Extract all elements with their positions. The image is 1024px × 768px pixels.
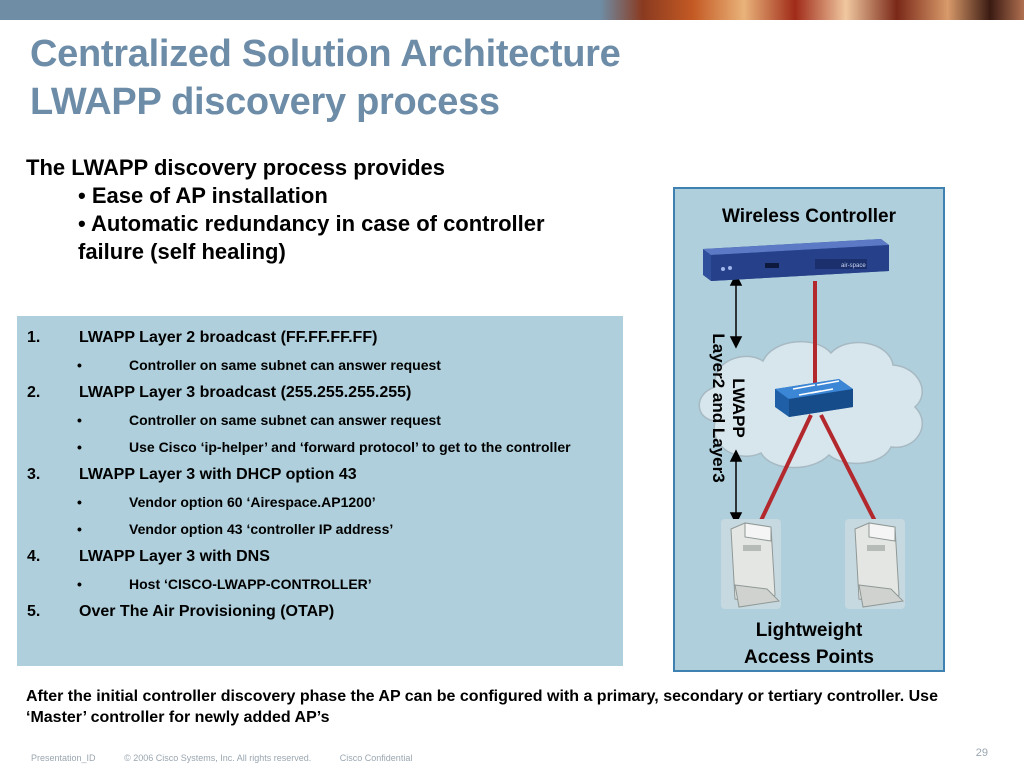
link-switch-ap-right [819, 414, 881, 530]
intro-text: The LWAPP discovery process provides • E… [26, 154, 646, 266]
controller-label: Wireless Controller [721, 206, 897, 227]
sub-item: • Host ‘CISCO-LWAPP-CONTROLLER’ [27, 575, 607, 593]
intro-bullet-2-line-2: failure (self healing) [78, 239, 286, 264]
steps-panel [17, 316, 623, 666]
title-line-2: LWAPP discovery process [30, 81, 500, 123]
sub-text: Host ‘CISCO-LWAPP-CONTROLLER’ [129, 576, 372, 592]
access-point-icon [721, 519, 781, 609]
step-item: 4. LWAPP Layer 3 with DNS [27, 547, 607, 567]
sub-item: • Vendor option 60 ‘Airespace.AP1200’ [27, 493, 607, 511]
network-diagram: air-space Wireless Controller [673, 187, 945, 672]
sub-text: Use Cisco ‘ip-helper’ and ‘forward proto… [129, 439, 571, 455]
slide-title: Centralized Solution Architecture LWAPP … [30, 30, 990, 126]
intro-bullet-2-line-1: • Automatic redundancy in case of contro… [78, 211, 545, 236]
intro-bullet-2: • Automatic redundancy in case of contro… [26, 210, 646, 266]
double-arrow-icon [729, 449, 743, 525]
intro-lead: The LWAPP discovery process provides [26, 155, 445, 180]
access-point-icon [845, 519, 905, 609]
sub-item: • Controller on same subnet can answer r… [27, 411, 607, 429]
step-number: 1. [27, 329, 41, 346]
lwapp-vertical-label: LWAPP Layer2 and Layer3 [704, 318, 748, 498]
step-text: Over The Air Provisioning (OTAP) [79, 603, 335, 620]
step-text: LWAPP Layer 3 with DNS [79, 548, 270, 565]
sub-text: Controller on same subnet can answer req… [129, 357, 441, 373]
step-number: 2. [27, 384, 41, 401]
title-line-1: Centralized Solution Architecture [30, 33, 621, 75]
sub-bullet: • [77, 494, 82, 510]
sub-text: Vendor option 43 ‘controller IP address’ [129, 521, 394, 537]
confidential-text: Cisco Confidential [339, 753, 413, 763]
footer-note: After the initial controller discovery p… [26, 688, 938, 726]
step-text: LWAPP Layer 3 with DHCP option 43 [79, 466, 357, 483]
diagram-graphics: air-space [698, 239, 924, 609]
vertical-label-line-2: Layer2 and Layer3 [709, 333, 728, 483]
sub-item: • Vendor option 43 ‘controller IP addres… [27, 520, 607, 538]
step-item: 5. Over The Air Provisioning (OTAP) [27, 602, 607, 622]
sub-bullet: • [77, 439, 82, 455]
double-arrow-icon [729, 273, 743, 349]
discovery-steps-list: 1. LWAPP Layer 2 broadcast (FF.FF.FF.FF)… [27, 328, 607, 630]
sub-text: Vendor option 60 ‘Airespace.AP1200’ [129, 494, 376, 510]
step-item: 2. LWAPP Layer 3 broadcast (255.255.255.… [27, 383, 607, 403]
access-points-label-line-2: Access Points [744, 647, 874, 668]
switch-icon [775, 379, 853, 417]
presentation-id: Presentation_ID [31, 753, 96, 763]
link-switch-ap-left [755, 414, 813, 530]
copyright-text: © 2006 Cisco Systems, Inc. All rights re… [124, 753, 312, 763]
step-item: 3. LWAPP Layer 3 with DHCP option 43 [27, 465, 607, 485]
legal-footer: Presentation_ID © 2006 Cisco Systems, In… [31, 753, 438, 763]
banner-photo-strip [600, 0, 1024, 20]
step-text: LWAPP Layer 2 broadcast (FF.FF.FF.FF) [79, 329, 378, 346]
sub-item: • Controller on same subnet can answer r… [27, 356, 607, 374]
sub-bullet: • [77, 357, 82, 373]
step-text: LWAPP Layer 3 broadcast (255.255.255.255… [79, 384, 412, 401]
controller-brand-text: air-space [841, 263, 866, 269]
step-item: 1. LWAPP Layer 2 broadcast (FF.FF.FF.FF) [27, 328, 607, 348]
sub-bullet: • [77, 576, 82, 592]
vertical-label-line-1: LWAPP [729, 378, 748, 438]
access-points-label-line-1: Lightweight [755, 620, 863, 641]
sub-item: • Use Cisco ‘ip-helper’ and ‘forward pro… [27, 438, 607, 456]
sub-bullet: • [77, 521, 82, 537]
page-number: 29 [975, 747, 988, 759]
step-number: 5. [27, 603, 41, 620]
access-points-label: Lightweight Access Points [675, 617, 943, 670]
intro-bullet-1: • Ease of AP installation [78, 183, 328, 208]
controller-device-icon: air-space [703, 239, 889, 281]
sub-text: Controller on same subnet can answer req… [129, 412, 441, 428]
step-number: 3. [27, 466, 41, 483]
step-number: 4. [27, 548, 41, 565]
sub-bullet: • [77, 412, 82, 428]
